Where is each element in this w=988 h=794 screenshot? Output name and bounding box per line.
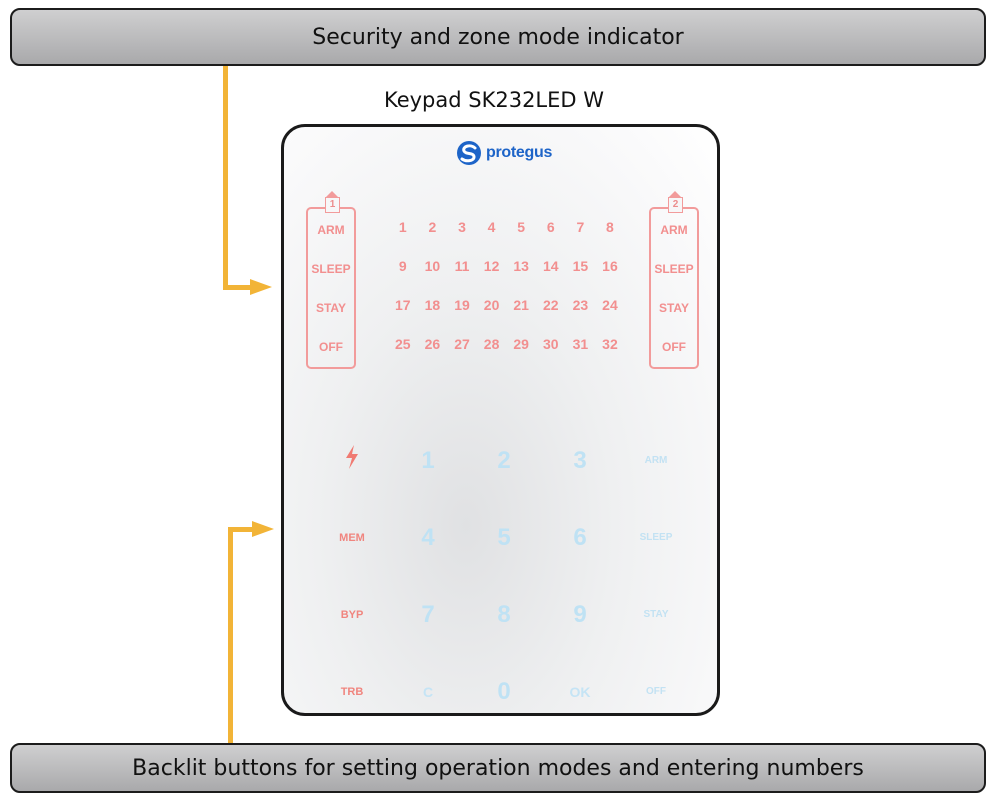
key-3-button[interactable]: 3 bbox=[573, 446, 587, 474]
key-8-button[interactable]: 8 bbox=[497, 600, 511, 628]
key-off-button[interactable]: OFF bbox=[646, 686, 666, 697]
zone-led: 9 bbox=[398, 258, 407, 274]
zone-led: 22 bbox=[542, 297, 559, 313]
partition-2-sleep-led: SLEEP bbox=[654, 262, 694, 276]
key-0-button[interactable]: 0 bbox=[497, 677, 511, 705]
zone-led: 23 bbox=[572, 297, 589, 313]
zone-led: 25 bbox=[395, 336, 411, 352]
zone-led: 14 bbox=[542, 258, 559, 274]
brand-name: protegus bbox=[486, 144, 553, 161]
indicator-callout-label: Security and zone mode indicator bbox=[312, 24, 684, 50]
zone-led: 1 bbox=[398, 219, 407, 235]
zone-led: 24 bbox=[602, 297, 618, 313]
zone-led: 29 bbox=[513, 336, 529, 352]
zone-led: 27 bbox=[454, 336, 470, 352]
zone-led: 2 bbox=[428, 219, 437, 235]
partition-2-off-led: OFF bbox=[662, 340, 686, 354]
key-c-button[interactable]: C bbox=[422, 683, 434, 700]
partition-1-indicator: 1 ARM SLEEP STAY OFF bbox=[306, 191, 356, 369]
zone-led: 13 bbox=[513, 258, 529, 274]
partition-2-number: 2 bbox=[668, 191, 683, 213]
partition-2-indicator: 2 ARM SLEEP STAY OFF bbox=[649, 191, 699, 369]
zone-led: 16 bbox=[602, 258, 618, 274]
buttons-callout-banner: Backlit buttons for setting operation mo… bbox=[10, 743, 986, 793]
zone-led: 12 bbox=[483, 258, 500, 274]
key-7-button[interactable]: 7 bbox=[421, 600, 435, 628]
zone-led: 18 bbox=[424, 297, 441, 313]
zone-led: 21 bbox=[513, 297, 529, 313]
lightning-bolt-icon bbox=[344, 445, 360, 476]
keypad-buttons: 1 2 3 ARM MEM 4 5 6 SLEEP BYP 7 8 9 STAY TRB C 0 OK OFF bbox=[314, 422, 694, 730]
key-mem-button[interactable]: MEM bbox=[339, 531, 365, 544]
indicator-callout-banner: Security and zone mode indicator bbox=[10, 8, 986, 66]
key-9-button[interactable]: 9 bbox=[573, 600, 587, 628]
zone-led: 3 bbox=[458, 219, 466, 235]
zone-led: 10 bbox=[424, 258, 441, 274]
zone-led: 32 bbox=[602, 336, 618, 352]
key-4-button[interactable]: 4 bbox=[421, 523, 435, 551]
zone-led: 26 bbox=[424, 336, 441, 352]
protegus-logo-icon bbox=[457, 141, 481, 165]
partition-1-stay-led: STAY bbox=[315, 301, 346, 315]
panic-button[interactable] bbox=[314, 422, 390, 499]
zone-led: 28 bbox=[483, 336, 500, 352]
key-5-button[interactable]: 5 bbox=[497, 523, 511, 551]
partition-2-arm-led: ARM bbox=[660, 223, 688, 237]
zone-led: 11 bbox=[454, 258, 470, 274]
key-6-button[interactable]: 6 bbox=[573, 523, 587, 551]
partition-1-number: 1 bbox=[325, 191, 340, 213]
zone-led: 5 bbox=[517, 219, 526, 235]
zone-led: 8 bbox=[606, 219, 614, 235]
partition-1-sleep-led: SLEEP bbox=[311, 262, 351, 276]
partition-2-stay-led: STAY bbox=[658, 301, 689, 315]
brand-logo: protegus bbox=[456, 140, 552, 166]
keypad-model-title: Keypad SK232LED W bbox=[383, 88, 605, 112]
zone-led: 19 bbox=[454, 297, 470, 313]
zone-led: 17 bbox=[395, 297, 411, 313]
key-byp-button[interactable]: BYP bbox=[340, 608, 364, 621]
zone-led: 20 bbox=[483, 297, 500, 313]
zone-led: 6 bbox=[546, 219, 555, 235]
key-arm-button[interactable]: ARM bbox=[644, 455, 668, 466]
key-sleep-button[interactable]: SLEEP bbox=[639, 532, 673, 543]
key-1-button[interactable]: 1 bbox=[421, 446, 435, 474]
zone-led: 30 bbox=[542, 336, 559, 352]
key-stay-button[interactable]: STAY bbox=[643, 609, 669, 620]
key-2-button[interactable]: 2 bbox=[497, 446, 511, 474]
partition-1-off-led: OFF bbox=[319, 340, 343, 354]
key-trb-button[interactable]: TRB bbox=[340, 685, 364, 698]
partition-1-arm-led: ARM bbox=[317, 223, 345, 237]
key-ok-button[interactable]: OK bbox=[569, 683, 591, 700]
zone-led: 31 bbox=[572, 336, 589, 352]
zone-led: 4 bbox=[487, 219, 496, 235]
zone-led: 7 bbox=[576, 219, 585, 235]
buttons-callout-label: Backlit buttons for setting operation mo… bbox=[132, 755, 864, 781]
keypad-device: protegus 1 ARM SLEEP STAY OFF 2 ARM SLEE… bbox=[281, 124, 720, 716]
zone-led: 15 bbox=[572, 258, 589, 274]
